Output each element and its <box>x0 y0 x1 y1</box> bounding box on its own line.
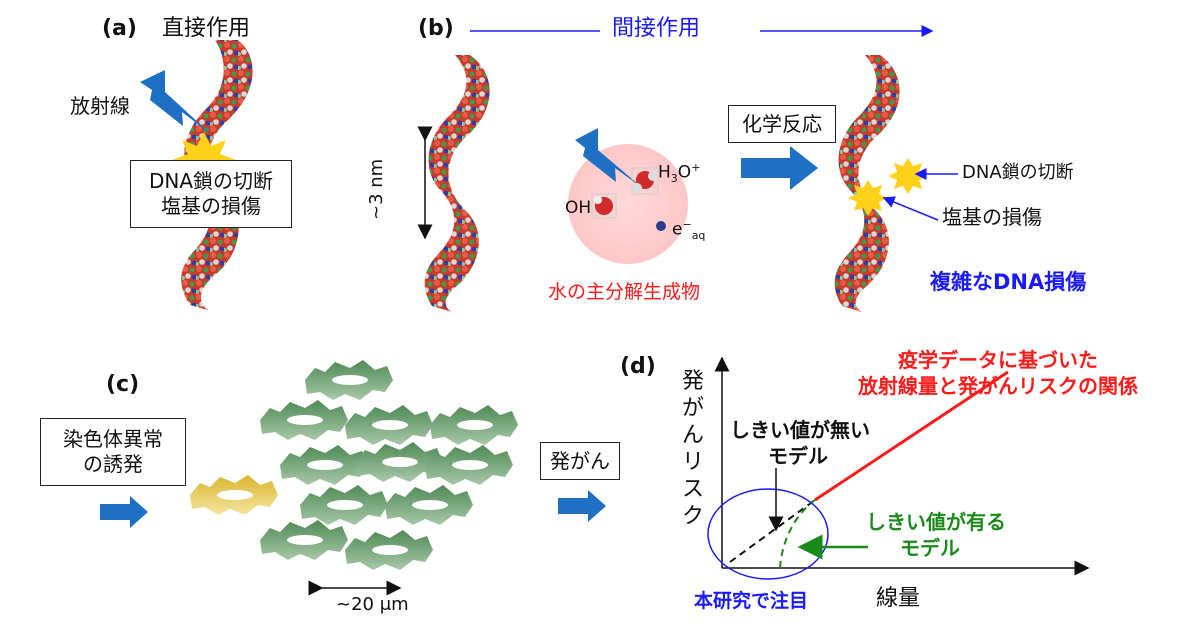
flow-arrow-left <box>100 496 148 528</box>
panel-a-label: (a) <box>102 16 137 41</box>
threshold-label-2: モデル <box>900 536 960 560</box>
dna-helix-a <box>181 40 253 310</box>
strand-break-label: DNA鎖の切断 <box>962 162 1074 183</box>
oh-label: OH <box>565 198 592 218</box>
dna-helix-b-damaged <box>834 55 900 312</box>
panel-c-label: (c) <box>106 372 140 397</box>
focus-label: 本研究で注目 <box>694 590 809 612</box>
threshold-curve <box>779 499 816 569</box>
epidemiology-line <box>814 370 1009 502</box>
electron-icon <box>656 221 666 231</box>
epi-label-2: 放射線量と発がんリスクの関係 <box>858 374 1138 398</box>
explosion-icon <box>848 180 888 216</box>
reaction-box: 化学反応 <box>728 105 836 143</box>
radiolysis-label: 水の主分解生成物 <box>548 281 701 303</box>
h3o-molecule-frame <box>631 167 659 195</box>
no-threshold-label-1: しきい値が無い <box>730 418 870 442</box>
epi-label-1: 疫学データに基づいた <box>898 348 1098 372</box>
y-axis-label: 発がんリスク <box>681 369 704 529</box>
x-axis-label: 線量 <box>876 586 921 611</box>
oh-molecule-frame <box>591 193 617 219</box>
focus-ellipse <box>707 488 829 580</box>
scale-label: ~20 μm <box>336 594 409 615</box>
base-damage-label: 塩基の損傷 <box>942 205 1042 229</box>
abnormal-cell <box>190 475 278 515</box>
pointer-base-damage <box>882 196 939 221</box>
explosion-icon <box>888 158 928 194</box>
chromosome-box: 染色体異常 の誘発 <box>40 418 186 486</box>
cancer-box: 発がん <box>540 442 620 480</box>
h3o-h-atom <box>648 171 658 181</box>
radiation-label: 放射線 <box>70 94 130 118</box>
panel-d-label: (d) <box>620 354 656 379</box>
reaction-arrow <box>741 146 818 190</box>
box-line-2: の誘発 <box>83 452 143 476</box>
size-label: ~3 nm <box>366 158 387 220</box>
h3o-label: H3O+ <box>658 161 701 186</box>
panel-b-title: 間接作用 <box>612 16 701 41</box>
oh-h-atom <box>594 196 602 204</box>
box-line-1: 染色体異常 <box>63 427 163 451</box>
cell-cluster <box>190 360 518 570</box>
risk-graph <box>707 356 1090 580</box>
threshold-label-1: しきい値が有る <box>866 510 1006 534</box>
no-threshold-label-2: モデル <box>768 444 828 468</box>
dna-helix-b <box>424 55 490 312</box>
panel-a-title: 直接作用 <box>162 16 251 41</box>
h3o-h-atom <box>632 183 642 193</box>
panel-b-label: (b) <box>418 16 454 41</box>
box-line-1: DNA鎖の切断 <box>148 169 274 193</box>
complex-damage-label: 複雑なDNA損傷 <box>930 270 1087 294</box>
electron-label: e−aq <box>672 218 706 243</box>
box-line-2: 塩基の損傷 <box>161 194 261 218</box>
radiation-bolt-icon <box>140 70 212 135</box>
flow-arrow-right <box>558 490 606 522</box>
no-threshold-line <box>729 499 816 563</box>
panel-a-damage-box: DNA鎖の切断 塩基の損傷 <box>130 160 292 228</box>
radiation-bolt-icon <box>575 128 645 190</box>
